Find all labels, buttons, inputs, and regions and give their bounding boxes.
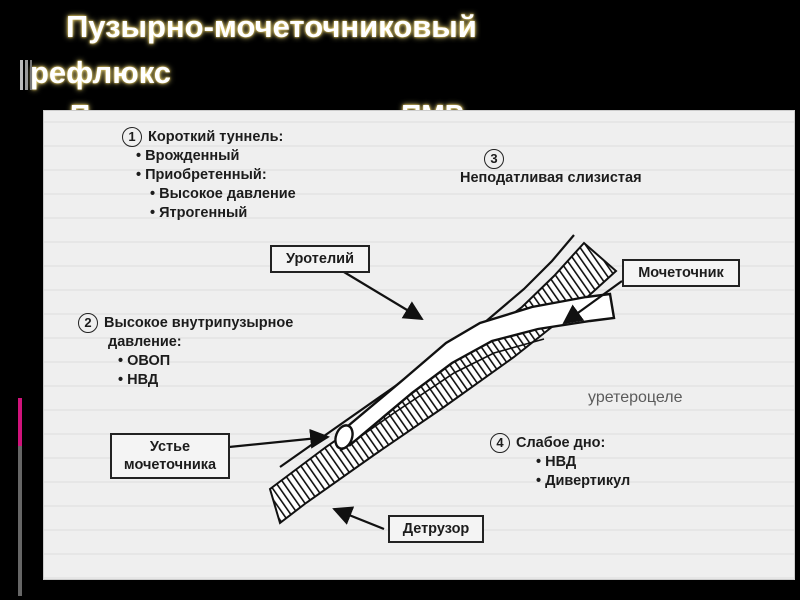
number-badge-2: 2 (78, 313, 98, 333)
decor-bar-2 (25, 60, 28, 90)
label-detrusor: Детрузор (388, 515, 484, 543)
block1-subitem-high-pressure: Высокое давление (159, 186, 296, 202)
number-badge-4: 4 (490, 433, 510, 453)
label-urothelium: Уротелий (270, 245, 370, 273)
label-ureteral-orifice-line1: Устье (149, 439, 191, 455)
block3-noncompliant-mucosa: 3 Неподатливая слизистая (460, 149, 642, 188)
overlay-ureterocele-text: уретероцеле (588, 389, 683, 406)
label-ureteral-orifice: Устье мочеточника (110, 433, 230, 479)
label-ureteral-orifice-line2: мочеточника (123, 457, 217, 473)
decor-bar-1 (20, 60, 23, 90)
slide-title-line1: Пузырно-мочеточниковый (66, 9, 477, 44)
arrow-ostium (228, 428, 330, 449)
number-badge-1: 1 (122, 127, 142, 147)
arrow-detrusor (332, 506, 385, 531)
block1-subitem-iatrogenic: Ятрогенный (159, 205, 248, 221)
block2-item-ovop: ОВОП (127, 353, 171, 369)
ureteral-orifice (334, 424, 354, 450)
block3-heading: Неподатливая слизистая (460, 170, 642, 186)
label-ureter: Мочеточник (622, 259, 740, 287)
block1-item-congenital: Врожденный (145, 148, 240, 164)
block2-item-nvd: НВД (127, 372, 159, 388)
block4-heading: Слабое дно: (516, 434, 606, 451)
slide-title-line2: рефлюкс (30, 55, 172, 90)
arrow-ureter (562, 280, 623, 325)
ureter-tube (340, 292, 616, 447)
mucosa-line (339, 338, 545, 452)
decor-bar-3 (30, 60, 32, 90)
block1-item-acquired: Приобретенный: (145, 167, 267, 183)
number-badge-3: 3 (484, 149, 504, 169)
decor-accent-gray (18, 446, 22, 596)
decor-accent-pink (18, 398, 22, 446)
block4-item-diverticulum: Дивертикул (545, 473, 631, 489)
block4-item-nvd: НВД (545, 454, 577, 470)
block1-heading: Короткий туннель: (148, 128, 284, 145)
block2-heading-line1: Высокое внутрипузырное (104, 314, 294, 331)
block2-heading-line2: давление: (108, 334, 182, 350)
